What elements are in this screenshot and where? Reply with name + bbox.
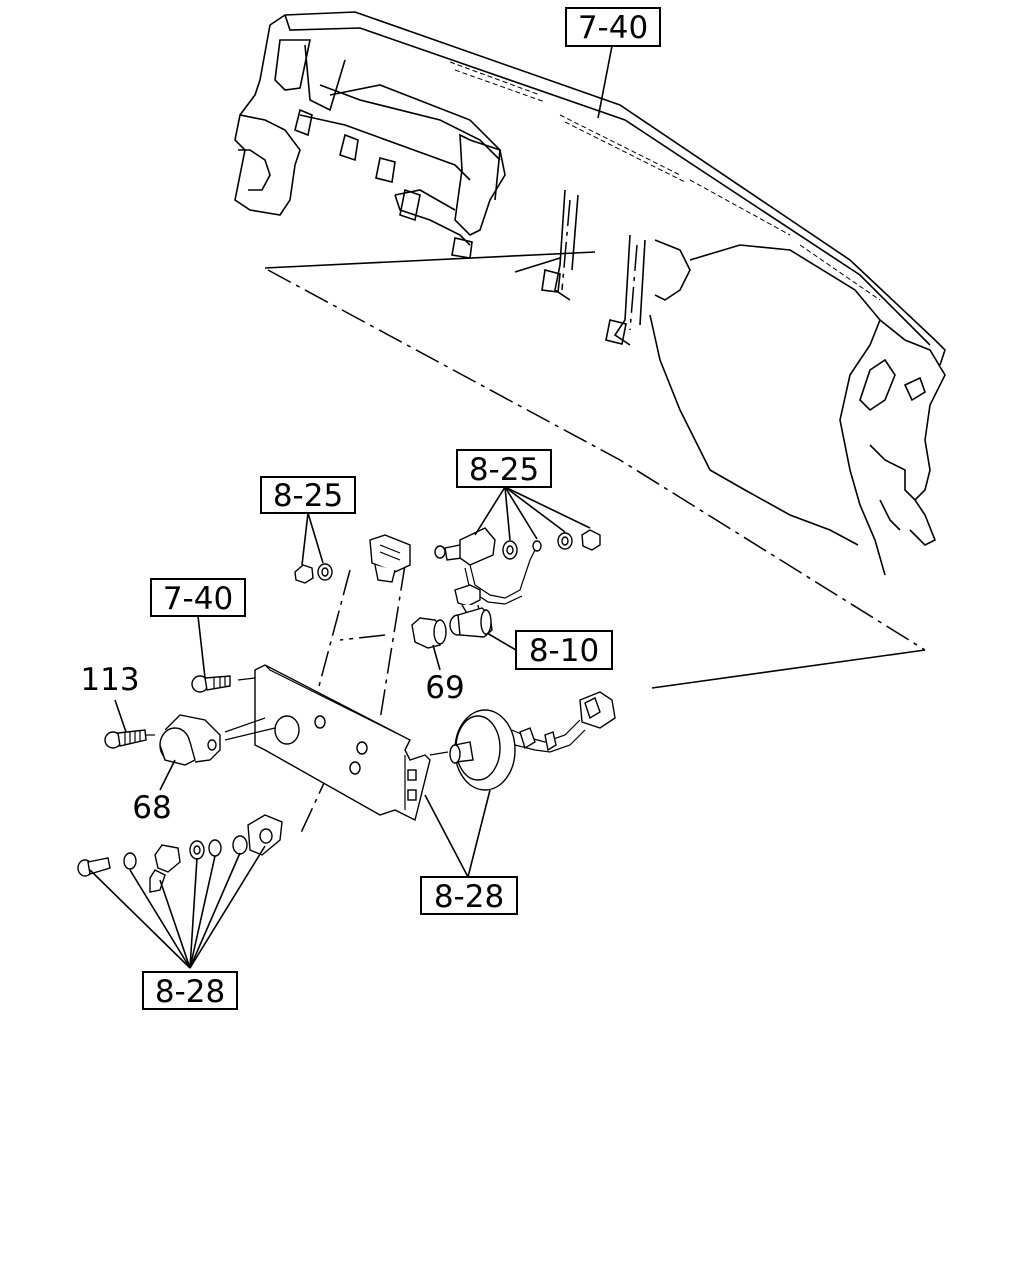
callout-7-40-left[interactable]: 7-40 [150, 578, 246, 617]
part-number-68: 68 [132, 790, 171, 826]
part-7-40-bolt [191, 675, 256, 693]
part-number-113: 113 [80, 662, 139, 698]
callout-8-25-right[interactable]: 8-25 [456, 449, 552, 488]
callout-label: 8-10 [529, 633, 599, 669]
part-8-28-buzzer [429, 691, 616, 791]
part-8-28-hardware-set [77, 814, 283, 969]
callout-8-25-left[interactable]: 8-25 [260, 476, 356, 514]
callout-8-10[interactable]: 8-10 [515, 630, 613, 670]
callout-label: 7-40 [163, 581, 233, 617]
callout-8-28-bottom[interactable]: 8-28 [142, 971, 238, 1010]
callout-label: 8-25 [273, 478, 343, 514]
part-69-bulb [411, 617, 447, 649]
part-113-screw [104, 729, 147, 749]
callout-label: 8-25 [469, 452, 539, 488]
part-68-socket [140, 714, 276, 766]
part-8-25-switch-assembly [434, 527, 601, 616]
bracket-hole-large [274, 715, 300, 745]
callout-7-40-top[interactable]: 7-40 [565, 7, 661, 47]
switch-connector [369, 534, 411, 583]
part-8-25-nut-washer-left [294, 563, 333, 584]
callout-label: 8-28 [434, 879, 504, 915]
callout-8-28-right[interactable]: 8-28 [420, 876, 518, 915]
part-number-69: 69 [425, 670, 464, 706]
instrument-panel-drawing [234, 11, 946, 576]
mounting-bracket [254, 664, 431, 822]
callout-label: 7-40 [578, 10, 648, 46]
leader-lines [114, 486, 591, 878]
callout-label: 8-28 [155, 974, 225, 1010]
part-8-10-socket [449, 607, 493, 638]
